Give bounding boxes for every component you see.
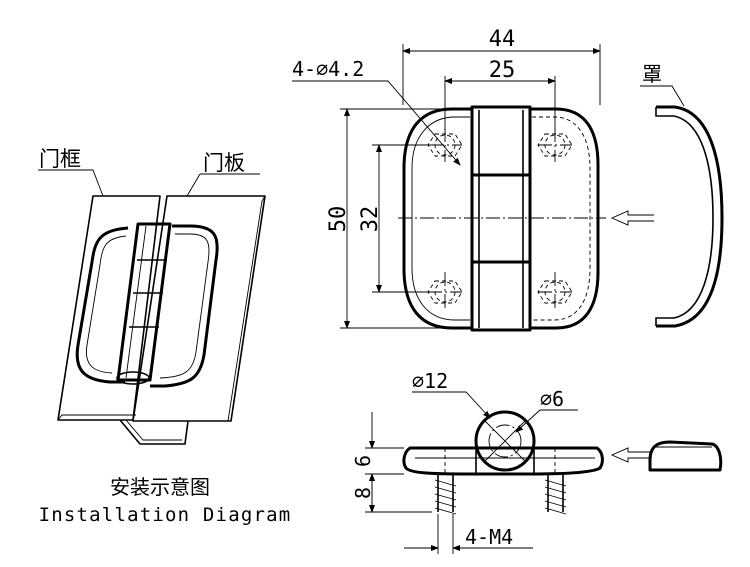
dim-holes: 4-∅4.2 [292,57,364,81]
dim-hole-spacing-x: 25 [489,58,516,83]
hinge-knuckle [116,222,172,382]
dim-studs: 4-M4 [465,525,513,549]
dim-pin-dia: ∅6 [540,387,564,411]
mounting-holes [427,133,573,304]
dim-overall-height: 50 [326,206,351,233]
front-view: 44 25 50 32 4-∅4.2 [292,27,606,332]
side-view: ∅12 ∅6 6 8 4-M4 [351,369,723,554]
caption-english: Installation Diagram [39,504,292,526]
caption-chinese: 安装示意图 [110,475,210,499]
label-cover: 罩 [642,62,662,86]
hinge-outline [402,107,474,330]
side-cover [648,440,723,472]
hinge-left-wing [75,226,129,384]
dim-knuckle-dia: ∅12 [412,369,448,393]
cover-view: 罩 [610,62,724,328]
dim-hole-spacing-y: 32 [358,206,383,233]
side-knuckle [474,410,536,472]
dim-stud-length: 8 [351,487,375,499]
assembly-arrow-bottom [610,447,650,463]
label-door-panel: 门板 [203,151,245,175]
door-panel-plate [132,195,266,422]
threaded-studs [434,448,567,515]
door-frame-plate [57,195,161,421]
installation-diagram: 门框 门板 安装示意图 Installation Diagram [38,147,292,526]
side-plate [402,446,604,476]
dim-plate-thickness: 6 [351,455,375,467]
label-door-frame: 门框 [39,147,81,171]
assembly-arrow-top [610,210,654,226]
dim-overall-width: 44 [489,27,516,52]
hinge-right-wing [150,224,219,388]
cover-outline [656,105,724,328]
